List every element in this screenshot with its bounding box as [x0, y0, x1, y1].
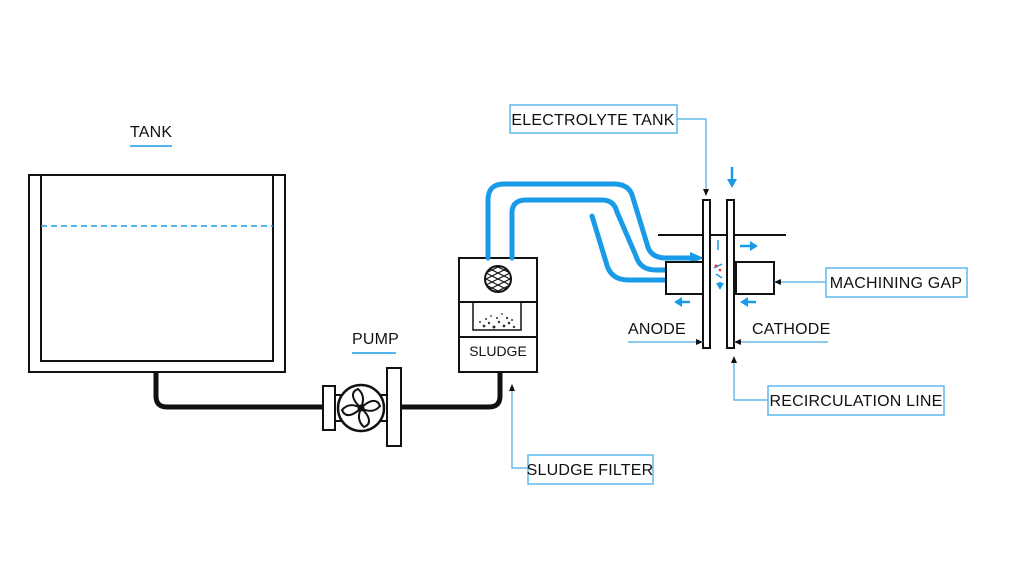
- sludge-tray: [472, 302, 522, 331]
- callout-arrowheads: [509, 189, 781, 391]
- machining-gap-label: MACHINING GAP: [830, 275, 962, 292]
- cathode-label: CATHODE: [752, 321, 830, 338]
- recirculation-line-label: RECIRCULATION LINE: [769, 393, 942, 410]
- callout-electrolyte-tank: ELECTROLYTE TANK: [509, 104, 678, 134]
- sludge-filter-unit: SLUDGE: [458, 257, 538, 373]
- flow-line-1: [485, 181, 693, 261]
- machining-cell: [658, 167, 786, 349]
- callout-leaders: [511, 118, 828, 469]
- electrolyte-flow-lines: [485, 181, 693, 283]
- sludge-particles: [479, 313, 516, 329]
- pump-inlet-flange: [322, 385, 336, 431]
- flow-line-3: [589, 213, 693, 283]
- tank-outer-wall: [28, 174, 286, 373]
- gap-sparks: [714, 264, 722, 272]
- suction-pipe: [153, 372, 328, 410]
- pump-label: PUMP: [352, 331, 399, 348]
- filter-mesh-icon: [484, 265, 512, 293]
- gap-flow-marks: [713, 240, 723, 279]
- anode-label: ANODE: [628, 321, 686, 338]
- callout-sludge-filter: SLUDGE FILTER: [527, 454, 654, 485]
- tank-inner-wall: [40, 175, 274, 362]
- cathode-plate: [726, 199, 735, 349]
- pump: PUMP: [322, 331, 402, 447]
- discharge-pipe: [398, 372, 503, 410]
- sludge-label: SLUDGE: [469, 343, 527, 359]
- anode-plate: [702, 199, 711, 349]
- callout-machining-gap: MACHINING GAP: [825, 267, 968, 298]
- flow-line-2: [509, 197, 693, 273]
- tank-label: TANK: [130, 124, 172, 141]
- pump-impeller-icon: [340, 387, 382, 429]
- pump-outlet-flange: [386, 367, 402, 447]
- anode-holder: [665, 261, 705, 295]
- direction-arrows: [674, 167, 758, 307]
- electrolyte-tank-label: ELECTROLYTE TANK: [511, 112, 674, 129]
- sludge-filter-label: SLUDGE FILTER: [527, 462, 654, 479]
- cathode-holder: [735, 261, 775, 295]
- callout-recirculation-line: RECIRCULATION LINE: [767, 385, 945, 416]
- tank: TANK: [28, 124, 286, 373]
